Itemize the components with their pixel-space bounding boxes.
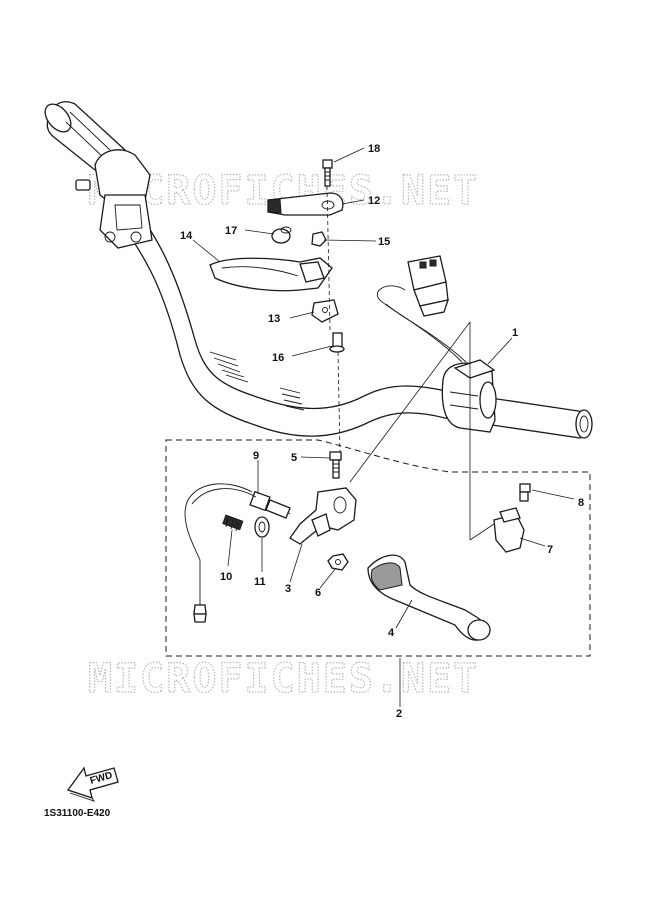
part-4-lever bbox=[367, 554, 491, 641]
part-3-lever-bracket bbox=[289, 487, 357, 545]
callout-13: 13 bbox=[268, 313, 280, 325]
assembly-2-outline bbox=[165, 439, 591, 657]
callout-10: 10 bbox=[220, 571, 232, 583]
callout-14: 14 bbox=[180, 230, 193, 242]
part-14-bracket bbox=[209, 257, 333, 292]
switch-cable bbox=[184, 483, 253, 605]
part-16-screw bbox=[329, 332, 345, 353]
callout-17: 17 bbox=[225, 225, 237, 237]
callout-8: 8 bbox=[578, 497, 584, 509]
callout-5: 5 bbox=[291, 452, 297, 464]
fwd-arrow-icon: FWD bbox=[66, 766, 119, 802]
callout-1: 1 bbox=[512, 327, 518, 339]
callout-4: 4 bbox=[388, 627, 395, 639]
callout-3: 3 bbox=[285, 583, 291, 595]
part-11-nut bbox=[254, 516, 270, 538]
callout-7: 7 bbox=[547, 544, 553, 556]
part-13-plate bbox=[311, 299, 339, 323]
part-7-clamp bbox=[493, 507, 525, 553]
callout-11: 11 bbox=[254, 576, 266, 588]
watermark-bottom: MICROFICHES.NET bbox=[88, 656, 479, 702]
callout-12: 12 bbox=[368, 195, 380, 207]
callout-16: 16 bbox=[272, 352, 284, 364]
part-12-holder bbox=[267, 192, 344, 216]
part-15-nut bbox=[311, 231, 327, 247]
part-18-bolt bbox=[322, 159, 333, 187]
part-6-nut bbox=[327, 553, 349, 571]
part-8-screw bbox=[519, 483, 531, 502]
callout-9: 9 bbox=[253, 450, 259, 462]
part-5-bolt bbox=[329, 451, 342, 479]
callout-2: 2 bbox=[396, 708, 402, 720]
callout-18: 18 bbox=[368, 143, 380, 155]
right-switch-housing bbox=[377, 285, 497, 433]
callout-6: 6 bbox=[315, 587, 321, 599]
left-housing bbox=[75, 149, 153, 249]
reference-code: 1S31100-E420 bbox=[44, 808, 111, 819]
part-10-spring bbox=[222, 514, 244, 532]
callout-leaders bbox=[192, 147, 575, 707]
handlebar bbox=[107, 183, 593, 439]
part-9-adjuster bbox=[249, 490, 291, 519]
callout-15: 15 bbox=[378, 236, 390, 248]
part-17-cap bbox=[271, 226, 292, 244]
wiring-connector bbox=[407, 255, 449, 317]
